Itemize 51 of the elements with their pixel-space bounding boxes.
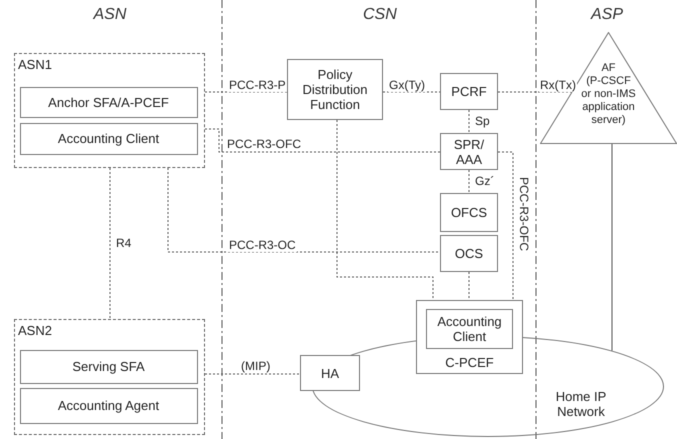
process-box: [440, 133, 498, 170]
edge-label: Sp: [474, 114, 491, 128]
region-heading: ASN: [94, 6, 126, 24]
process-box: [300, 355, 360, 391]
node-label: AF: [601, 62, 616, 74]
connector-line: [168, 168, 440, 252]
edge-label: R4: [115, 236, 132, 250]
process-box: [426, 309, 513, 349]
node-label: Home IP Network: [554, 389, 608, 419]
process-box: [416, 300, 523, 374]
process-box: [440, 193, 498, 232]
edge-label: PCC-R3-OC: [228, 238, 297, 252]
node-label: Serving SFA: [72, 359, 145, 374]
process-box: [20, 86, 198, 118]
edge-label: Rx(Tx): [539, 78, 577, 92]
dashed-group-box: [14, 53, 205, 168]
region-heading: CSN: [363, 6, 397, 24]
process-box: [287, 59, 383, 120]
connector-line: [336, 120, 434, 300]
node-label: PCRF: [451, 84, 487, 99]
edge-label: Gx(Ty): [388, 78, 426, 92]
dashed-group-box: [14, 319, 205, 435]
group-title: ASN1: [18, 57, 52, 72]
group-title: ASN2: [18, 323, 52, 338]
connector-line: [468, 272, 470, 300]
node-label: (P-CSCF or non-IMS application server): [581, 75, 636, 126]
edge-label: (MIP): [240, 359, 272, 373]
connector-line: [498, 152, 514, 300]
process-box: [440, 235, 498, 272]
node-label: Accounting Agent: [58, 398, 160, 413]
node-label: OFCS: [450, 205, 488, 220]
edge-label: PCC-R3-P: [228, 78, 287, 92]
region-heading: ASP: [591, 6, 624, 24]
connector-line: [204, 128, 440, 152]
node-label: Policy Distribution Function: [301, 67, 369, 112]
process-box: [20, 350, 198, 384]
edge-label: Gz´: [474, 174, 496, 188]
process-box: [20, 122, 198, 154]
process-box: [440, 73, 498, 110]
connector-line: [468, 170, 470, 194]
node-label: Accounting Client: [58, 131, 160, 146]
node-label: SPR/AAA: [452, 136, 486, 166]
edge-label: PCC-R3-OFC: [517, 176, 531, 252]
node-label: OCS: [454, 246, 484, 261]
node-label: C-PCEF: [444, 355, 495, 370]
node-label: HA: [320, 366, 340, 380]
connector-line: [468, 110, 470, 134]
edge-label: PCC-R3-OFC: [226, 137, 302, 151]
process-box: [20, 388, 198, 424]
node-label: Accounting Client: [436, 314, 503, 344]
node-label: Anchor SFA/A-PCEF: [48, 94, 169, 110]
